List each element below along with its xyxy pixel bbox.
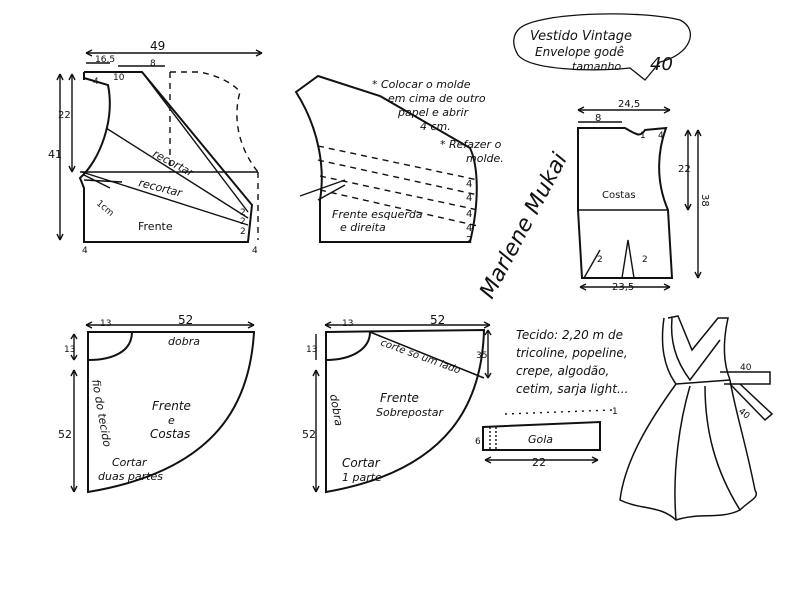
overlay-drop: 35 (476, 351, 487, 361)
overlay-top-drop: 13 (306, 345, 317, 355)
signature: Marlene Mukai (475, 149, 573, 303)
overlay-label-2: Sobrepostar (376, 406, 444, 419)
back-neck: 8 (595, 113, 601, 124)
overlay-label-1: Frente (380, 391, 419, 405)
front-cut-line-2: recortar (137, 176, 184, 200)
front-slashed-piece: 4 4 4 4 2 Frente esquerda e direita * Co… (294, 74, 504, 246)
front-neck-side: 10 (113, 73, 125, 83)
title-line-1: Vestido Vintage (530, 29, 632, 44)
slashed-label-2: e direita (340, 221, 386, 234)
title-line-3: tamanho (572, 60, 621, 73)
dress-illustration: 40 40 (619, 315, 774, 521)
skirt-label-1: Frente (152, 399, 191, 413)
front-label: Frente (138, 220, 173, 233)
back-length: 38 (699, 194, 710, 207)
slashed-opening-4: 4 (466, 223, 472, 234)
skirt-top-drop: 13 (64, 345, 75, 355)
back-dart-1: 2 (597, 255, 603, 265)
fabric-note: Tecido: 2,20 m de tricoline, popeline, c… (516, 328, 628, 396)
fabric-line-4: cetim, sarja light... (516, 382, 628, 396)
dress-belt-1: 40 (740, 363, 752, 373)
overlay-cut-line: corte só um lado (379, 337, 462, 377)
collar-length: 22 (532, 456, 546, 469)
overlay-side: 52 (302, 428, 316, 441)
back-neck-drop: 1 (640, 131, 646, 141)
front-neck-drop: 4 (93, 77, 99, 87)
front-shoulder-gap: 8 (150, 59, 156, 69)
back-bottom: 23,5 (612, 282, 634, 293)
back-armhole-depth: 22 (678, 164, 691, 175)
front-tuck-1: 2 (240, 208, 246, 218)
front-cut-line-1: recortar (151, 147, 197, 180)
fabric-line-3: crepe, algodão, (516, 364, 609, 378)
fabric-line-1: Tecido: 2,20 m de (516, 328, 623, 342)
skirt-overlay-piece: 13 52 35 13 52 corte só um lado dobra Fr… (302, 313, 492, 494)
front-dart-mark: 1cm (94, 199, 115, 219)
slashed-label-1: Frente esquerda (332, 208, 423, 221)
collar-height: 6 (475, 437, 481, 447)
collar-piece: 1 6 22 Gola (475, 407, 618, 469)
skirt-waist: 13 (100, 319, 111, 329)
skirt-cut-1: Cortar (112, 456, 148, 469)
slashed-note-5: * Refazer o (440, 138, 502, 151)
back-bodice-piece: 24,5 8 2 2 1 4 22 38 23,5 Costas (577, 99, 710, 293)
slashed-note-1: * Colocar o molde (372, 78, 471, 91)
front-small-1: 4 (82, 246, 88, 256)
slashed-opening-1: 4 (466, 179, 472, 190)
slashed-opening-5: 2 (466, 235, 472, 246)
slashed-note-6: molde. (466, 152, 504, 165)
front-armhole-depth: 22 (58, 110, 71, 121)
skirt-grain: fio do tecido (89, 378, 114, 448)
skirt-cut-2: duas partes (98, 470, 163, 483)
skirt-side: 52 (58, 428, 72, 441)
front-full-length: 41 (48, 148, 62, 161)
title-line-2: Envelope godê (535, 45, 624, 59)
skirt-label-3: Costas (150, 427, 190, 441)
slashed-opening-3: 4 (466, 209, 472, 220)
overlay-cut-2: 1 parte (342, 471, 382, 484)
overlay-radius: 52 (430, 313, 445, 327)
back-label: Costas (602, 190, 636, 201)
title-block: Vestido Vintage Envelope godê tamanho 40 (513, 13, 692, 81)
slashed-note-3: papel e abrir (397, 106, 470, 119)
back-width: 24,5 (618, 99, 640, 110)
front-tuck-2: 2 (240, 217, 246, 227)
skirt-fold: dobra (168, 335, 200, 348)
collar-label: Gola (528, 433, 553, 446)
skirt-full-piece: 13 52 13 52 dobra fio do tecido Frente e… (58, 313, 256, 494)
skirt-label-2: e (168, 414, 175, 427)
collar-tip: 1 (612, 407, 618, 417)
title-size: 40 (650, 54, 673, 75)
front-bodice-piece: 49 16,5 8 22 41 4 10 4 4 2 2 2 1cm rec (48, 39, 263, 256)
overlay-waist: 13 (342, 319, 353, 329)
front-total-width: 49 (150, 39, 165, 53)
front-small-2: 4 (252, 246, 258, 256)
slashed-note-2: em cima de outro (388, 92, 486, 105)
front-neck-width: 16,5 (95, 55, 115, 65)
overlay-fold: dobra (327, 393, 345, 427)
slashed-note-4: 4 cm. (420, 120, 451, 133)
fabric-line-2: tricoline, popeline, (516, 346, 628, 360)
skirt-radius: 52 (178, 313, 193, 327)
overlay-cut-1: Cortar (342, 456, 381, 470)
front-tuck-3: 2 (240, 227, 246, 237)
back-dart-2: 2 (642, 255, 648, 265)
slashed-opening-2: 4 (466, 193, 472, 204)
signature-text: Marlene Mukai (475, 149, 573, 303)
back-shoulder: 4 (658, 131, 664, 141)
